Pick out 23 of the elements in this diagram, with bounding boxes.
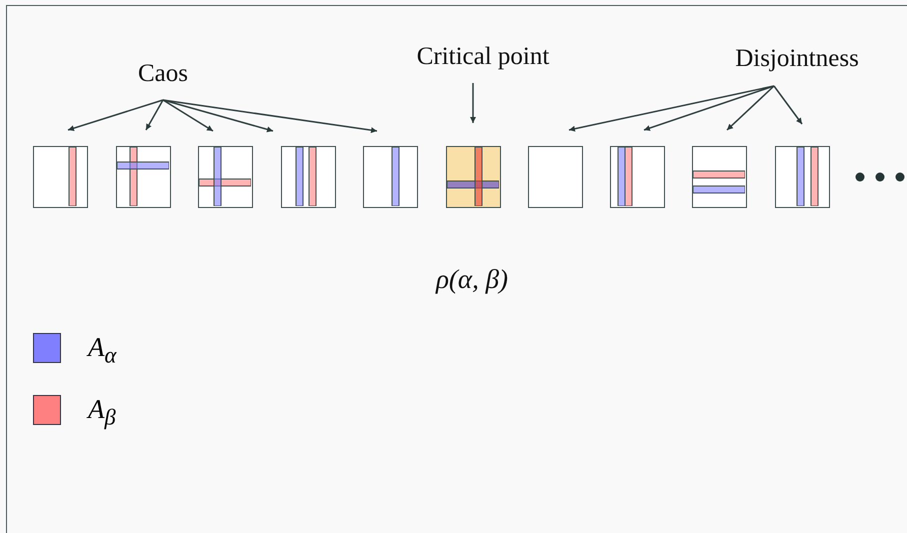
callout-label: Critical point: [416, 44, 550, 69]
arrow: [644, 85, 774, 131]
formula-label: ρ(α, β): [436, 266, 508, 293]
arrow: [68, 99, 164, 132]
matrix-square: [610, 146, 665, 208]
callout-label: Caos: [138, 61, 188, 86]
arrow: [568, 85, 774, 132]
matrix-square: [33, 146, 88, 208]
legend-label: A$_{β}$: [88, 396, 116, 429]
arrow: [162, 99, 378, 134]
matrix-square: [528, 146, 583, 208]
arrow: [470, 83, 476, 123]
arrow: [145, 100, 164, 130]
matrix-square: [692, 146, 747, 208]
arrow: [726, 85, 775, 131]
matrix-square: [363, 146, 418, 208]
legend-label: A$_{α}$: [88, 334, 116, 367]
matrix-square: [775, 146, 830, 208]
matrix-square: [281, 146, 336, 208]
callout-label: Disjointness: [735, 46, 859, 71]
arrow: [162, 99, 274, 132]
arrow: [773, 86, 803, 124]
arrow: [162, 99, 214, 132]
